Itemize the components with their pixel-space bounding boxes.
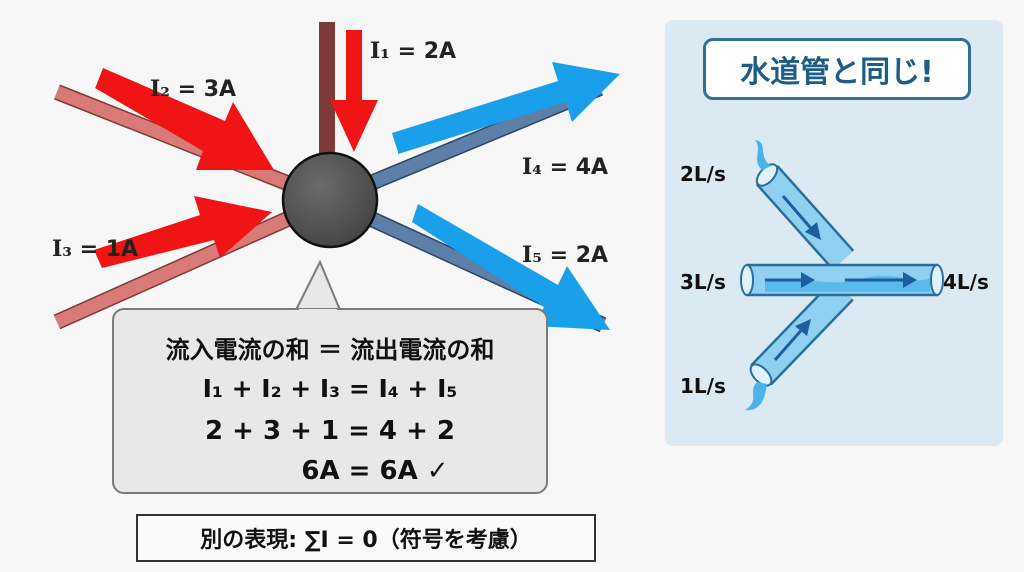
kcl-numeric: 2 + 3 + 1 = 4 + 2 <box>204 416 455 446</box>
label-i5: I₅ = 2A <box>522 242 608 268</box>
flow-label-out: 4L/s <box>943 270 989 294</box>
kcl-statement: 流入電流の和 ＝ 流出電流の和 <box>165 336 495 364</box>
flow-label-middle: 3L/s <box>680 270 726 294</box>
label-i2: I₂ = 3A <box>150 76 236 102</box>
kcl-symbolic: I₁ + I₂ + I₃ = I₄ + I₅ <box>202 374 458 403</box>
analogy-title: 水道管と同じ! <box>703 38 971 100</box>
callout-pointer <box>294 259 342 311</box>
water-analogy-panel: 水道管と同じ! <box>665 20 1003 446</box>
label-i1: I₁ = 2A <box>370 38 456 64</box>
label-i4: I₄ = 4A <box>522 154 608 180</box>
pipe-top <box>755 140 855 270</box>
alternate-expression: 別の表現: ∑I = 0（符号を考慮） <box>136 514 596 562</box>
flow-arrows <box>765 195 917 361</box>
flow-label-top: 2L/s <box>680 162 726 186</box>
pointer-seam <box>299 309 337 313</box>
wire-i4 <box>326 80 604 208</box>
wire-i2 <box>54 84 333 208</box>
arrow-i2 <box>95 68 274 170</box>
arrow-i1 <box>330 30 378 152</box>
kcl-result: 6A = 6A ✓ <box>301 456 449 486</box>
junction-node <box>281 151 379 249</box>
label-i3: I₃ = 1A <box>52 236 138 262</box>
wire-i3 <box>53 192 334 330</box>
arrow-i3 <box>94 196 272 268</box>
pipe-diagram <box>740 140 944 411</box>
flow-label-bottom: 1L/s <box>680 374 726 398</box>
arrow-i5 <box>412 204 610 330</box>
kcl-callout: 流入電流の和 ＝ 流出電流の和 I₁ + I₂ + I₃ = I₄ + I₅ 2… <box>112 308 548 494</box>
pipe-bottom <box>745 279 854 411</box>
arrow-i4 <box>392 62 620 154</box>
